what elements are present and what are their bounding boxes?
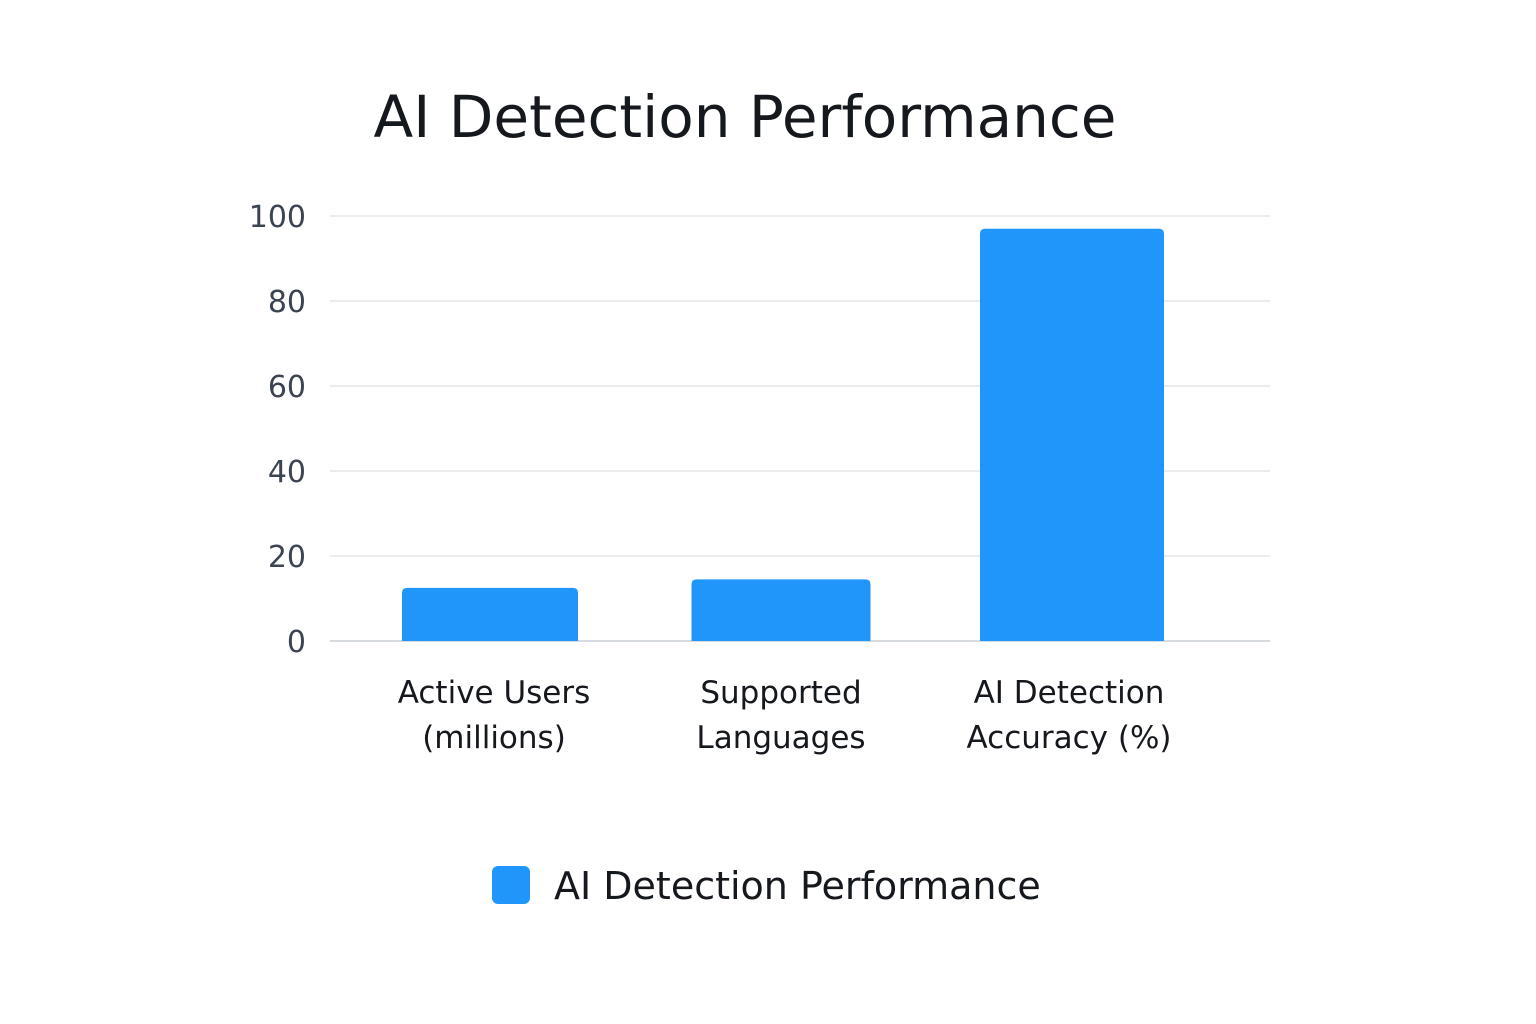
bar: [402, 587, 578, 641]
bars: [402, 228, 1164, 641]
y-tick-label: 20: [268, 540, 306, 575]
y-tick-label: 80: [268, 285, 306, 320]
legend-label: AI Detection Performance: [554, 864, 1041, 908]
y-axis-ticks: 0 20 40 60 80 100: [249, 200, 306, 660]
bar: [980, 228, 1164, 641]
x-category-label: Active Users(millions): [398, 675, 591, 756]
chart-title: AI Detection Performance: [374, 83, 1117, 151]
y-tick-label: 100: [249, 200, 306, 235]
y-tick-label: 60: [268, 370, 306, 405]
legend-swatch: [492, 866, 530, 904]
bar: [691, 579, 871, 641]
y-tick-label: 0: [287, 625, 306, 660]
legend: AI Detection Performance: [492, 864, 1041, 908]
y-tick-label: 40: [268, 455, 306, 490]
